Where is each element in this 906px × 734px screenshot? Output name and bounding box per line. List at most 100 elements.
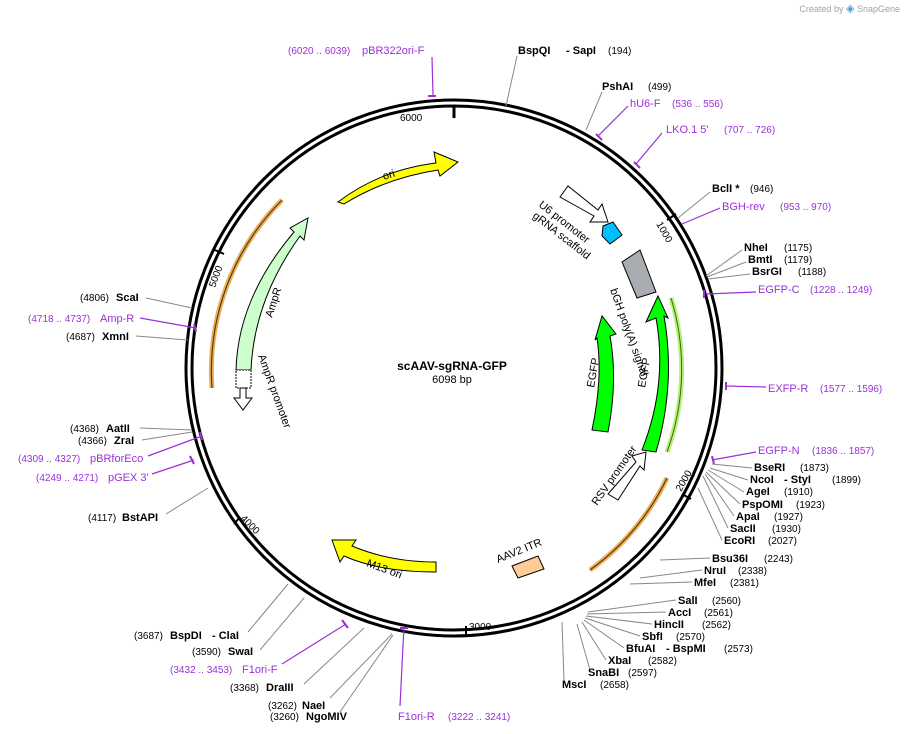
label-bgh-rev: BGH-rev (953 .. 970): [681, 201, 831, 225]
enzyme-name: NgoMIV: [306, 711, 348, 723]
primer-name: EGFP-C: [758, 284, 800, 296]
enzyme-name: SbfI: [642, 631, 663, 643]
feature-egfp2-label: EGFP: [636, 357, 653, 389]
enzyme-name: NheI: [744, 242, 768, 254]
label-lko1: LKO.1 5' (707 .. 726): [633, 124, 775, 169]
enzyme-name: AgeI: [746, 486, 770, 498]
enzyme-name: AatII: [106, 423, 130, 435]
enzyme-pos: (1188): [798, 267, 826, 278]
snapgene-logo-icon: ◈: [845, 3, 855, 15]
label-mfei: MfeI (2381): [629, 577, 759, 589]
label-pbrforeco: (4309 .. 4327) pBRforEco: [18, 431, 203, 465]
tick-label-6000: 6000: [400, 113, 423, 124]
enzyme-pos: (2381): [730, 578, 759, 589]
primer-range: (1836 .. 1857): [812, 446, 874, 457]
label-bfuai: BfuAI - BspMI (2573): [583, 619, 753, 655]
label-bmti: BmtI (1179): [706, 254, 812, 278]
enzyme-name: PshAI: [602, 81, 633, 93]
enzyme-pos: (3262): [268, 701, 297, 712]
label-msci: MscI (2658): [561, 621, 629, 691]
enzyme-name: ZraI: [114, 435, 134, 447]
label-naei: (3262) NaeI: [268, 633, 393, 712]
enzyme-name: BseRI: [754, 462, 785, 474]
feature-m13-ori: M13 ori: [331, 539, 437, 581]
label-aatii: (4368) AatII: [70, 423, 193, 435]
label-hu6-f: hU6-F (536 .. 556): [595, 98, 723, 141]
label-acci: AccI (2561): [586, 607, 733, 619]
enzyme-name: BfuAI: [626, 643, 655, 655]
label-nrui: NruI (2338): [639, 565, 767, 579]
enzyme-pos: (2573): [724, 644, 753, 655]
enzyme-name: HincII: [654, 619, 684, 631]
label-snabi: SnaBI (2597): [576, 623, 657, 679]
primer-range: (4309 .. 4327): [18, 454, 80, 465]
enzyme-name: MscI: [562, 679, 586, 691]
feature-aav2-itr: AAV2 ITR: [495, 537, 545, 579]
tick-label-3000: 3000: [469, 622, 492, 633]
enzyme-pos: (4806): [80, 293, 109, 304]
label-sbfi: SbfI (2570): [584, 617, 705, 643]
enzyme-pos: (1179): [784, 255, 812, 266]
svg-text:- BspMI: - BspMI: [666, 643, 706, 655]
enzyme-pos: (2562): [702, 620, 731, 631]
snapgene-brand: Created by ◈ SnapGene: [799, 2, 900, 15]
enzyme-pos: (4687): [66, 332, 95, 343]
enzyme-name: AccI: [668, 607, 691, 619]
backbone-inner: [190, 104, 718, 632]
primer-range: (4718 .. 4737): [28, 314, 90, 325]
primer-name: hU6-F: [630, 98, 661, 110]
enzyme-pos: (4117): [88, 513, 116, 524]
enzyme-name: ApaI: [736, 511, 760, 523]
tick-label-5000: 5000: [207, 264, 225, 289]
enzyme-pos: (2597): [628, 668, 657, 679]
enzyme-name: XmnI: [102, 331, 129, 343]
primer-range: (4249 .. 4271): [36, 473, 98, 484]
enzyme-name: EcoRI: [724, 535, 755, 547]
primer-range: (3432 .. 3453): [170, 665, 232, 676]
label-exfp-r: EXFP-R (1577 .. 1596): [725, 382, 882, 395]
label-egfp-c: EGFP-C (1228 .. 1249): [703, 284, 872, 298]
enzyme-pos: (1175): [784, 243, 812, 254]
label-pgex3: (4249 .. 4271) pGEX 3': [36, 455, 195, 484]
backbone-outer: [184, 98, 724, 638]
enzyme-pos: (3687): [134, 631, 163, 642]
label-apai: ApaI (1927): [704, 473, 803, 523]
label-xbai: XbaI (2582): [581, 621, 677, 667]
enzyme-name: BmtI: [748, 254, 772, 266]
enzyme-name: SwaI: [228, 646, 253, 658]
enzyme-pos: (4368): [70, 424, 99, 435]
primer-range: (6020 .. 6039): [288, 46, 350, 57]
enzyme-name: MfeI: [694, 577, 716, 589]
enzyme-pos: (1923): [796, 500, 825, 511]
enzyme-name: BspDI: [170, 630, 202, 642]
enzyme-pos: (1899): [832, 475, 861, 486]
feature-egfp1-label: EGFP: [585, 357, 602, 389]
label-pshai: PshAI (499): [585, 81, 671, 131]
enzyme-pos: (946): [750, 184, 773, 195]
orf-arc-egfp-line: [666, 297, 683, 453]
enzyme-name2: - SapI: [566, 45, 596, 57]
enzyme-pos: (194): [608, 46, 631, 57]
enzyme-pos: (1927): [774, 512, 803, 523]
label-bsu36i: Bsu36I (2243): [659, 553, 793, 565]
primer-range: (1577 .. 1596): [820, 384, 882, 395]
enzyme-pos: (1930): [772, 524, 801, 535]
label-bspqi-sapi: BspQI - SapI (194): [505, 45, 631, 107]
primer-name: F1ori-R: [398, 711, 435, 723]
enzyme-pos: (2658): [600, 680, 629, 691]
enzyme-pos: (2570): [676, 632, 705, 643]
feature-grna-scaffold-shape: [601, 221, 623, 245]
feature-egfp-outer: EGFP: [636, 294, 670, 453]
enzyme-name: Bsu36I: [712, 553, 748, 565]
label-sacii: SacII (1930): [702, 475, 801, 535]
enzyme-name: XbaI: [608, 655, 631, 667]
label-scai: (4806) ScaI: [80, 292, 193, 309]
primer-name: BGH-rev: [722, 201, 765, 213]
primer-range: (536 .. 556): [672, 99, 723, 110]
label-ecori: EcoRI (2027): [697, 487, 797, 547]
label-egfp-n: EGFP-N (1836 .. 1857): [711, 445, 874, 465]
label-xmni: (4687) XmnI: [66, 331, 189, 343]
enzyme-pos: (2027): [768, 536, 797, 547]
